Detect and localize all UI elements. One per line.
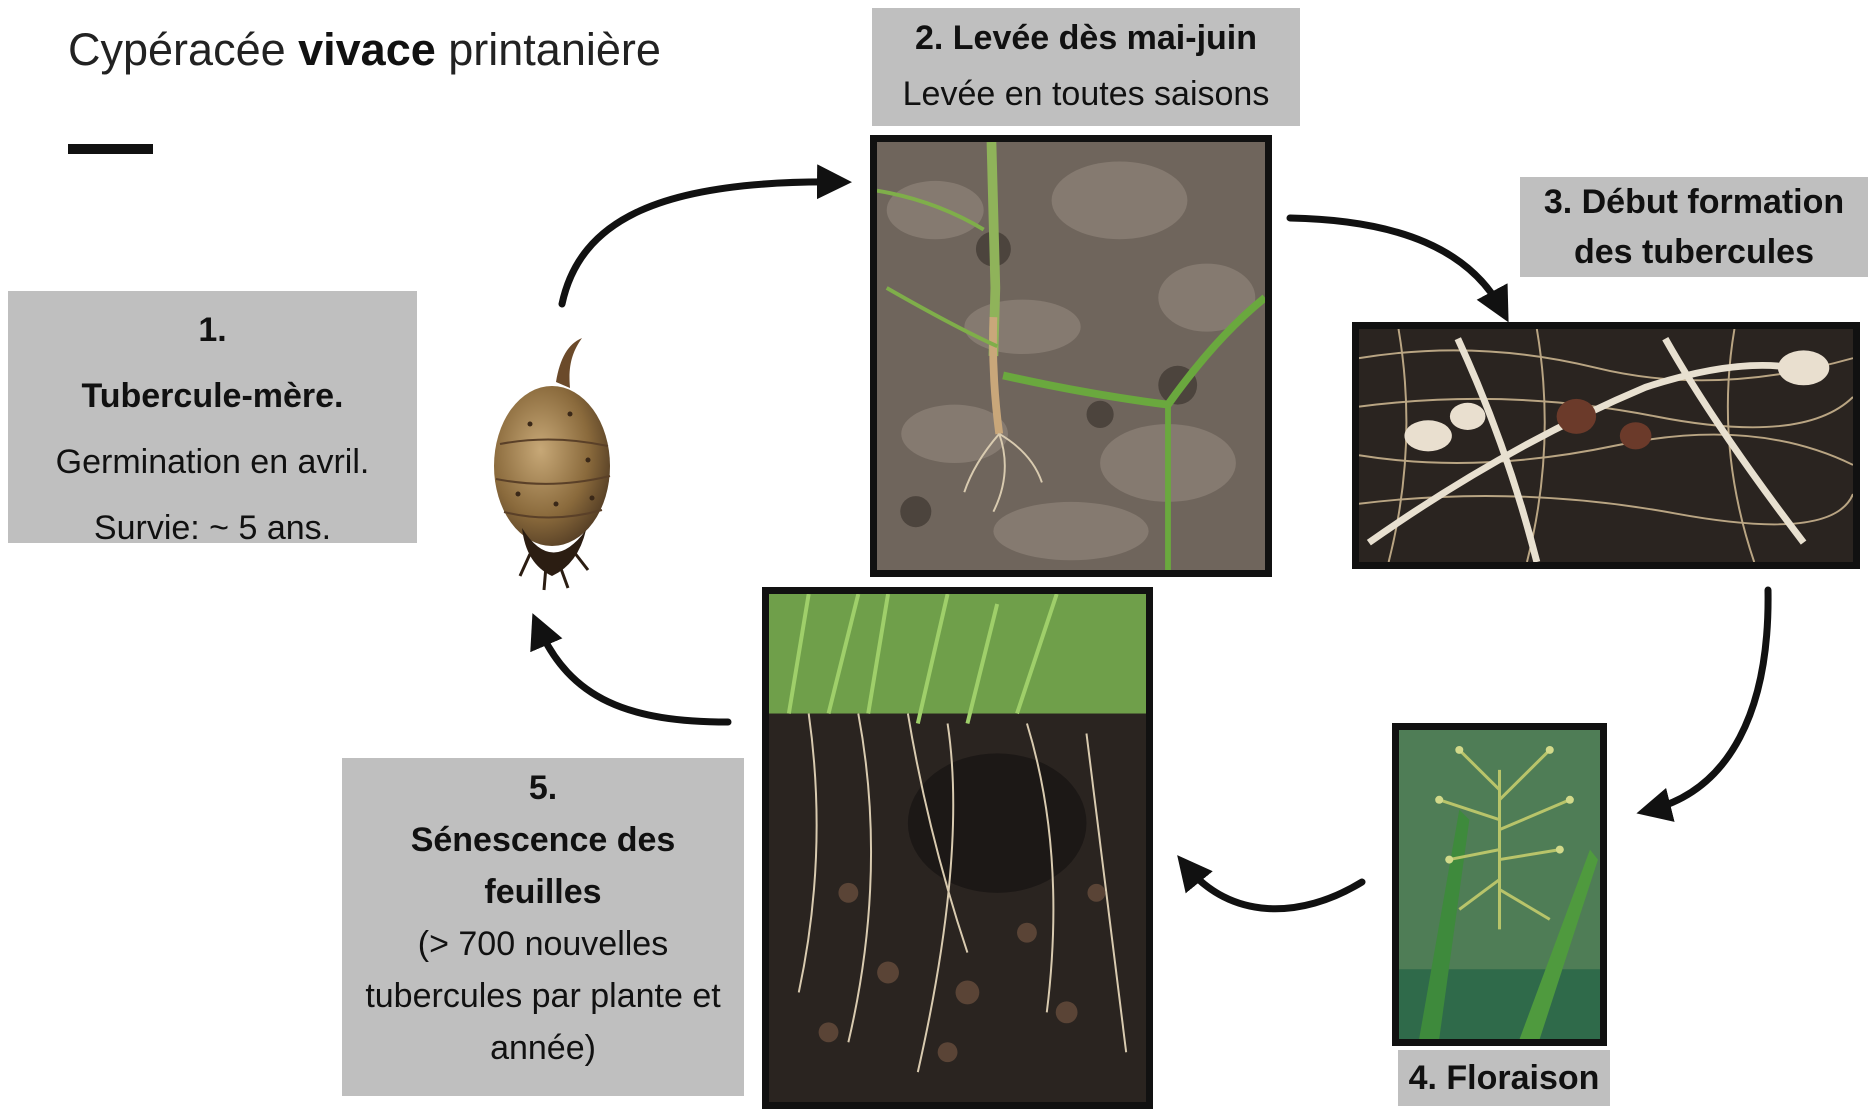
stage-4-photo (1392, 723, 1607, 1046)
stage-2-label: 2. Levée dès mai-juin Levée en toutes sa… (872, 8, 1300, 126)
stage-3-name-line2: des tubercules (1520, 227, 1868, 277)
stage-4-label: 4. Floraison (1398, 1050, 1610, 1106)
stage-1-name: Tubercule-mère. (8, 363, 417, 429)
tuber-illustration (460, 314, 640, 614)
title-text-bold: vivace (298, 24, 436, 75)
stage-1-survival: Survie: ~ 5 ans. (8, 495, 417, 561)
stage-5-number: 5. (342, 762, 744, 814)
curved-arrow-icon (1290, 218, 1502, 310)
curved-arrow-icon (1650, 590, 1768, 810)
stage-2-subtitle: Levée en toutes saisons (872, 68, 1300, 120)
stage-3-name-line1: 3. Début formation (1520, 177, 1868, 227)
stage-5-note-line3: année) (342, 1022, 744, 1074)
stage-3-photo (1352, 322, 1860, 569)
stage-5-note-line1: (> 700 nouvelles (342, 918, 744, 970)
stage-2-name: 2. Levée dès mai-juin (872, 8, 1300, 68)
stage-1-box: 1. Tubercule-mère. Germination en avril.… (8, 291, 417, 543)
title-underline (68, 144, 153, 154)
stage-5-photo (762, 587, 1153, 1109)
title-text-2: printanière (436, 24, 661, 75)
page-title: Cypéracée vivace printanière (68, 24, 661, 76)
stage-5-box: 5. Sénescence des feuilles (> 700 nouvel… (342, 758, 744, 1096)
stage-2-photo (870, 135, 1272, 577)
stage-3-label: 3. Début formation des tubercules (1520, 177, 1868, 277)
curved-arrow-icon (538, 626, 728, 722)
title-text-1: Cypéracée (68, 24, 298, 75)
stage-5-note-line2: tubercules par plante et (342, 970, 744, 1022)
stage-5-name-line1: Sénescence des (342, 814, 744, 866)
stage-5-name-line2: feuilles (342, 866, 744, 918)
stage-1-number: 1. (8, 297, 417, 363)
curved-arrow-icon (1186, 866, 1362, 909)
stage-1-germination: Germination en avril. (8, 429, 417, 495)
curved-arrow-icon (562, 182, 838, 304)
